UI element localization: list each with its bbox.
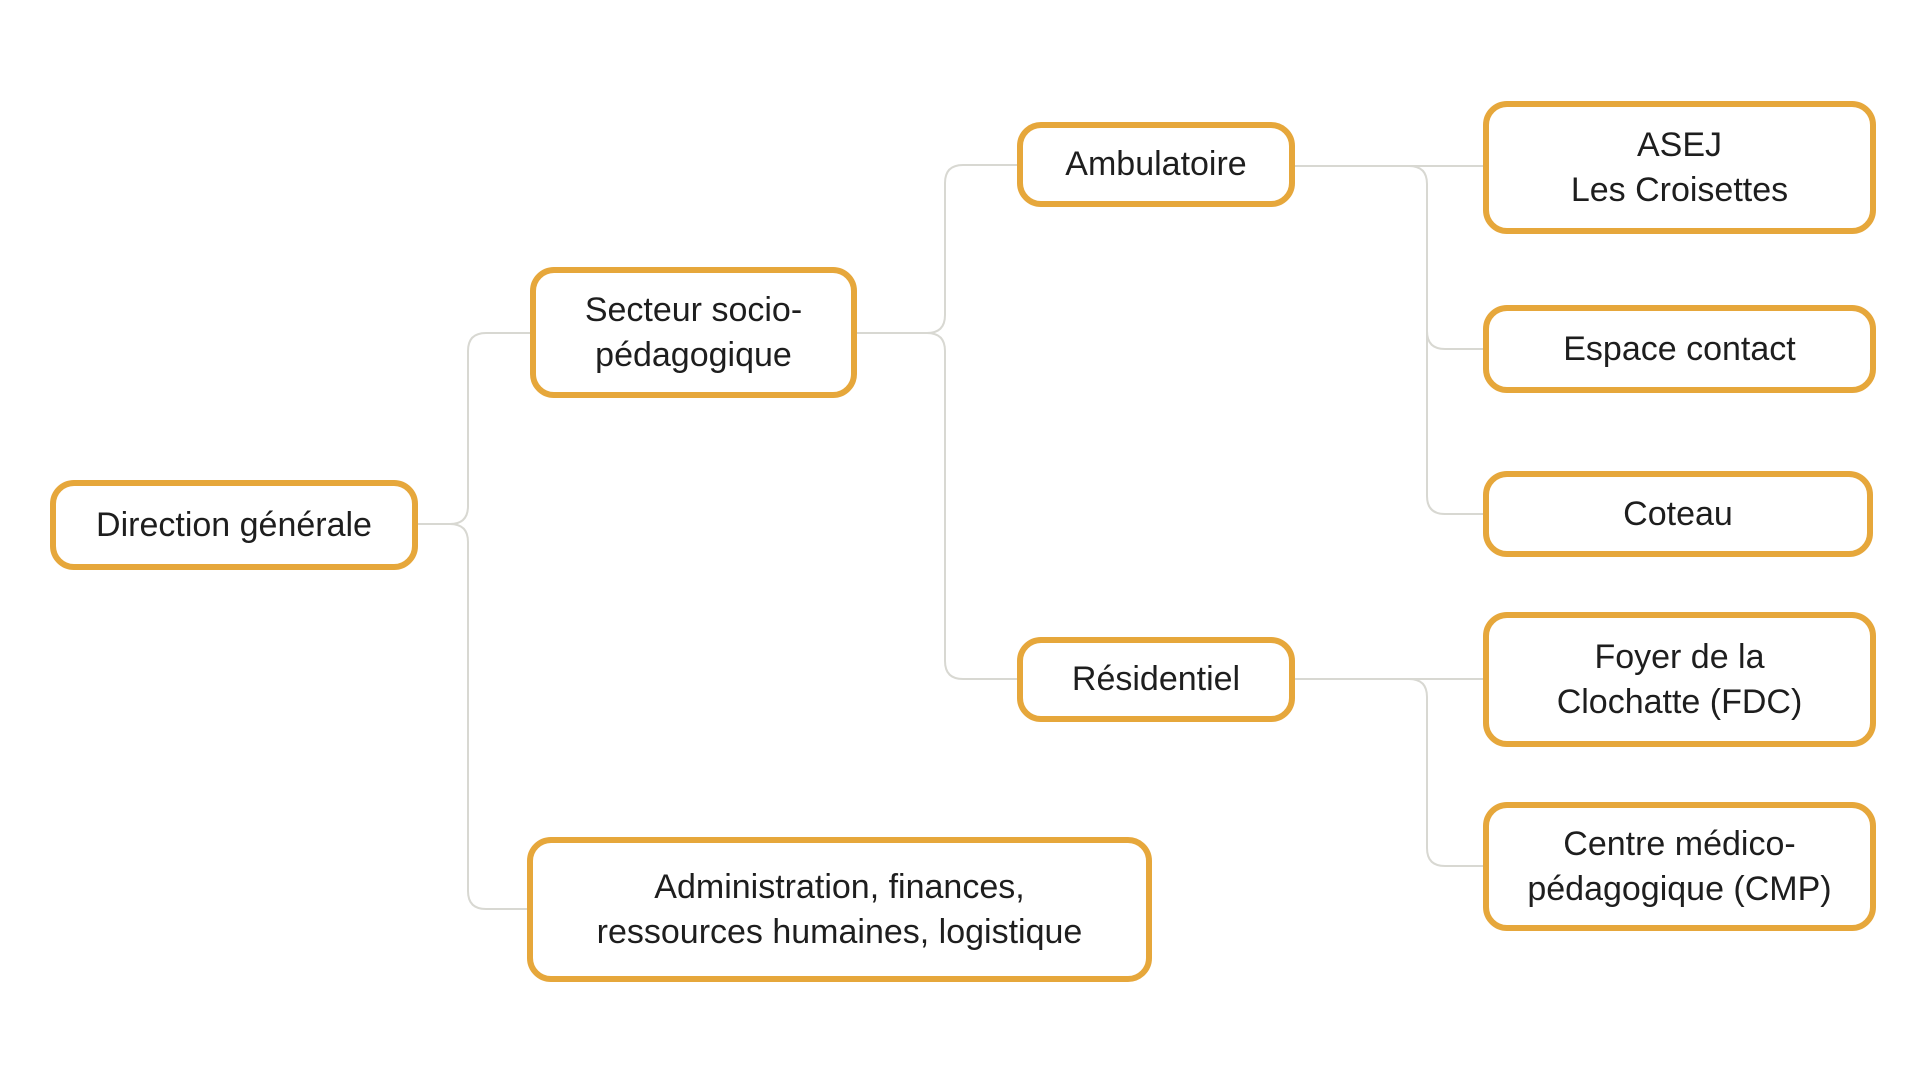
org-node-foyer-de-la-clochatte: Foyer de la Clochatte (FDC) — [1483, 612, 1876, 747]
org-node-espace-contact: Espace contact — [1483, 305, 1876, 393]
connector-secteur-to-residentiel — [857, 332, 1017, 680]
connector-ambulatoire-to-espace-contact — [1426, 330, 1483, 350]
connector-ambulatoire-to-coteau — [1408, 165, 1483, 515]
org-node-administration-finances-rh-logistique: Administration, finances, ressources hum… — [527, 837, 1152, 982]
org-node-ambulatoire: Ambulatoire — [1017, 122, 1295, 207]
org-node-secteur-socio-pedagogique: Secteur socio- pédagogique — [530, 267, 857, 398]
org-node-asej-les-croisettes: ASEJ Les Croisettes — [1483, 101, 1876, 234]
org-node-coteau: Coteau — [1483, 471, 1873, 557]
connector-residentiel-to-cmp — [1408, 678, 1483, 867]
org-node-residentiel: Résidentiel — [1017, 637, 1295, 722]
org-node-centre-medico-pedagogique: Centre médico- pédagogique (CMP) — [1483, 802, 1876, 931]
connector-direction-to-administration — [418, 523, 527, 910]
connector-secteur-to-ambulatoire — [857, 164, 1017, 334]
org-node-direction-generale: Direction générale — [50, 480, 418, 570]
connector-direction-to-secteur — [418, 332, 530, 525]
